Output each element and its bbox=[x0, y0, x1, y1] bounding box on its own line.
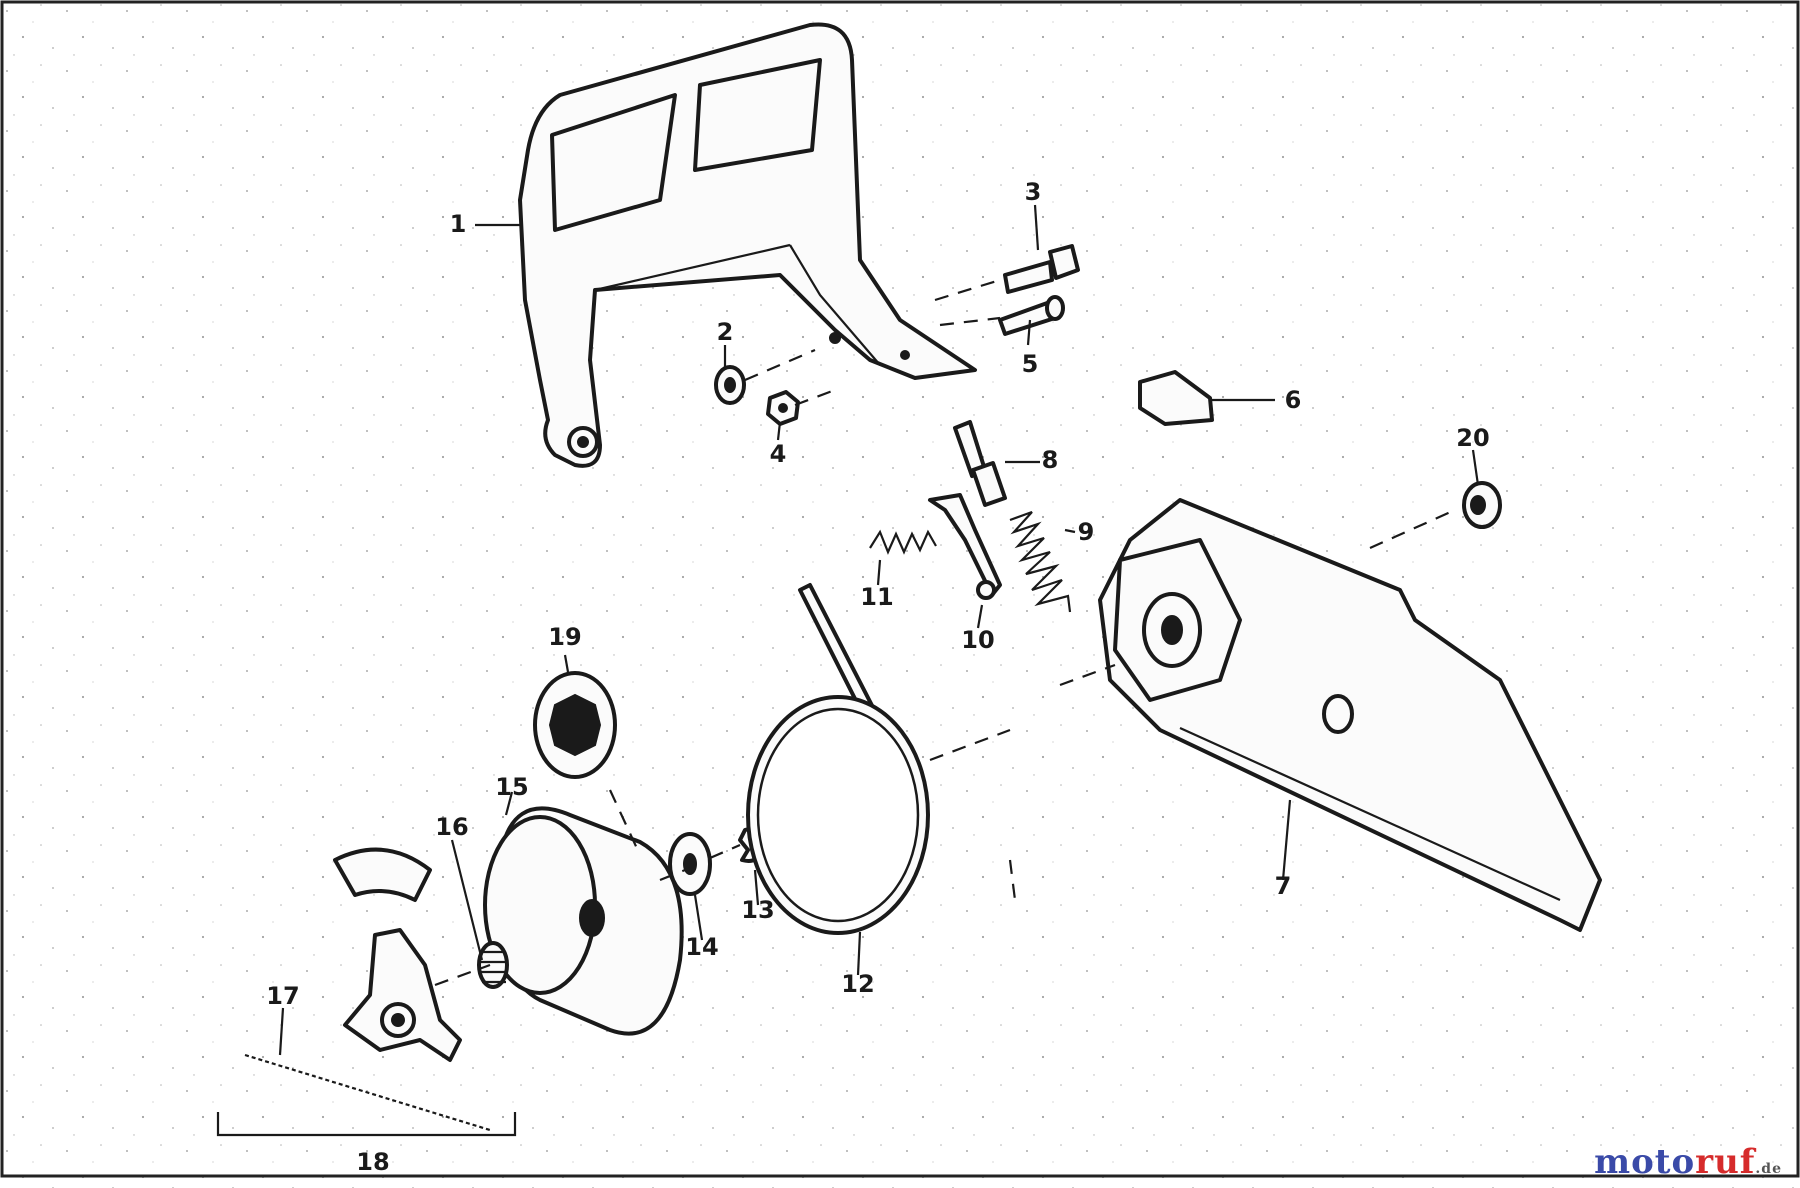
watermark-tld: .de bbox=[1755, 1161, 1782, 1177]
brand-watermark: motoruf.de bbox=[1594, 1142, 1782, 1182]
part-14-washer bbox=[668, 832, 712, 896]
assembly-lines bbox=[434, 278, 1456, 987]
label-1: 1 bbox=[450, 210, 467, 238]
part-3-screw bbox=[1003, 244, 1080, 294]
part-2-washer bbox=[714, 365, 746, 405]
label-15: 15 bbox=[495, 773, 528, 801]
label-12: 12 bbox=[841, 970, 874, 998]
label-16: 16 bbox=[435, 813, 468, 841]
part-11-spring bbox=[869, 529, 937, 555]
label-6: 6 bbox=[1285, 386, 1302, 414]
clutch-shoes bbox=[333, 847, 462, 1062]
label-7: 7 bbox=[1275, 872, 1292, 900]
part-16-needle-bearing bbox=[477, 941, 509, 989]
part-12-brake-band bbox=[746, 583, 930, 935]
label-11: 11 bbox=[860, 583, 893, 611]
label-5: 5 bbox=[1022, 350, 1039, 378]
label-13: 13 bbox=[741, 896, 774, 924]
label-8: 8 bbox=[1042, 446, 1059, 474]
part-15-clutch-drum bbox=[483, 806, 684, 1036]
label-14: 14 bbox=[685, 933, 718, 961]
leader-lines bbox=[216, 204, 1480, 1137]
label-10: 10 bbox=[961, 626, 994, 654]
label-9: 9 bbox=[1078, 518, 1095, 546]
part-17-clutch-spring bbox=[244, 1053, 491, 1132]
label-2: 2 bbox=[717, 318, 734, 346]
part-labels: 1 2 3 4 5 6 7 8 9 10 11 12 13 14 15 16 1… bbox=[266, 178, 1489, 1176]
label-19: 19 bbox=[548, 623, 581, 651]
label-17: 17 bbox=[266, 982, 299, 1010]
part-8-pin bbox=[953, 420, 1007, 507]
part-9-spring bbox=[1009, 510, 1072, 613]
label-3: 3 bbox=[1025, 178, 1042, 206]
part-10-lever bbox=[928, 493, 1002, 600]
label-18: 18 bbox=[356, 1148, 389, 1176]
part-5-bolt bbox=[998, 295, 1065, 336]
part-7-sprocket-cover bbox=[1098, 498, 1602, 932]
part-1-hand-guard bbox=[518, 22, 977, 468]
part-6-pad bbox=[1138, 370, 1214, 426]
label-4: 4 bbox=[770, 440, 787, 468]
watermark-brand-b: ruf bbox=[1695, 1142, 1756, 1182]
part-4-nut bbox=[766, 390, 800, 426]
part-20-grommet bbox=[1462, 481, 1502, 529]
watermark-brand-a: moto bbox=[1594, 1142, 1696, 1182]
label-20: 20 bbox=[1456, 424, 1489, 452]
part-19-sprocket bbox=[533, 671, 617, 779]
